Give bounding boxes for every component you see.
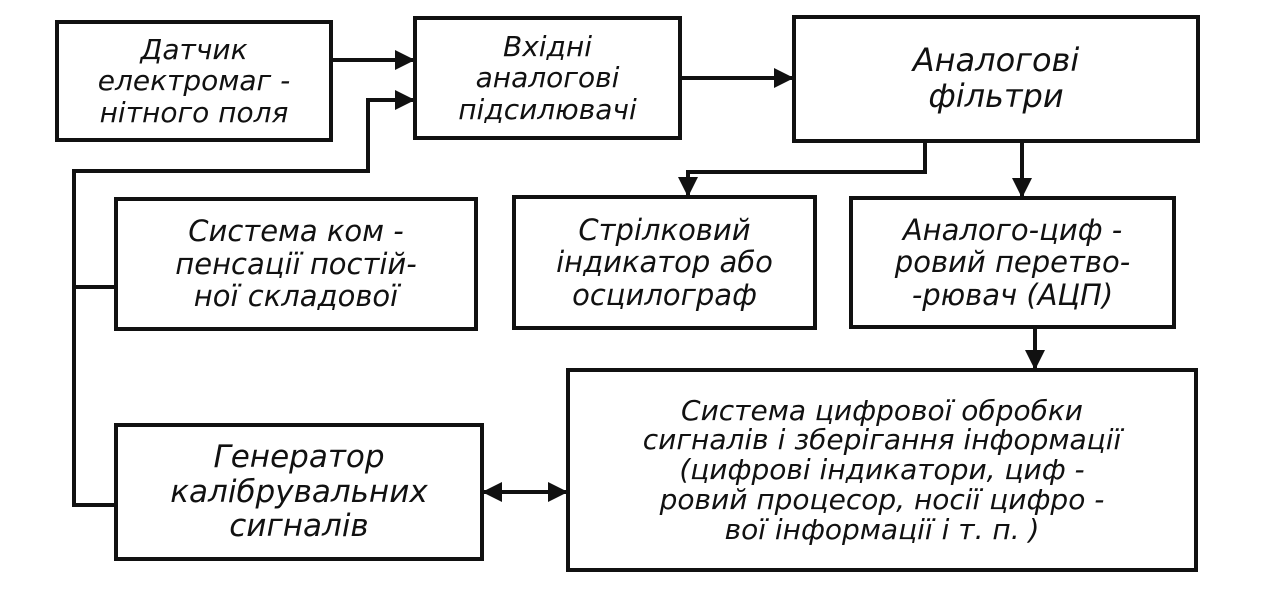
- generator-label-line-1: Генератор: [213, 438, 385, 475]
- adc-label-line-3: -рювач (АЦП): [911, 277, 1114, 312]
- dsp-label-line-3: (цифрові індикатори, циф -: [679, 453, 1085, 487]
- adc-label-line-2: ровий перетво-: [894, 245, 1131, 280]
- compensation-label-line-2: пенсації постій-: [175, 246, 417, 281]
- compensation-label-line-3: ної складової: [193, 279, 399, 314]
- dsp-label-line-1: Система цифрової обробки: [681, 393, 1083, 427]
- adc-label-line-1: Аналого-циф -: [902, 212, 1123, 247]
- adc-block: Аналого-циф - ровий перетво- -рювач (АЦП…: [849, 196, 1176, 329]
- input-amps-label-line-3: підсилювачі: [458, 92, 637, 126]
- filters-label-line-2: фільтри: [928, 77, 1064, 115]
- analog-filters-block: Аналогові фільтри: [792, 15, 1200, 143]
- input-amplifiers-block: Вхідні аналогові підсилювачі: [413, 16, 682, 140]
- feedback-line-to-amps: [72, 90, 415, 507]
- indicator-label-line-1: Стрілковий: [578, 212, 751, 247]
- input-amps-label-line-1: Вхідні: [502, 29, 592, 63]
- filters-label-line-1: Аналогові: [912, 41, 1080, 80]
- dsp-label-line-5: вої інформації і т. п. ): [724, 512, 1040, 546]
- indicator-label-line-3: осцилограф: [572, 277, 757, 312]
- input-amps-label-line-2: аналогові: [475, 61, 620, 95]
- indicator-label-line-2: індикатор або: [556, 245, 773, 280]
- sensor-label-line-1: Датчик: [140, 32, 248, 66]
- dsp-label-line-4: ровий процесор, носії цифро -: [659, 482, 1105, 516]
- arrow-filters-to-indicator: [678, 141, 927, 197]
- sensor-block: Датчик електромаг - нітного поля: [55, 20, 333, 142]
- generator-block: Генератор калібрувальних сигналів: [114, 423, 484, 561]
- generator-label-line-2: калібрувальних: [170, 473, 428, 510]
- generator-label-line-3: сигналів: [229, 508, 369, 545]
- indicator-block: Стрілковий індикатор або осцилограф: [512, 195, 817, 330]
- dsp-block: Система цифрової обробки сигналів і збер…: [566, 368, 1198, 572]
- dsp-label-line-2: сигналів і зберігання інформації: [642, 423, 1122, 457]
- sensor-label-line-2: електромаг -: [97, 64, 291, 98]
- sensor-label-line-3: нітного поля: [99, 95, 289, 129]
- compensation-label-line-1: Система ком -: [188, 214, 404, 249]
- compensation-block: Система ком - пенсації постій- ної склад…: [114, 197, 478, 331]
